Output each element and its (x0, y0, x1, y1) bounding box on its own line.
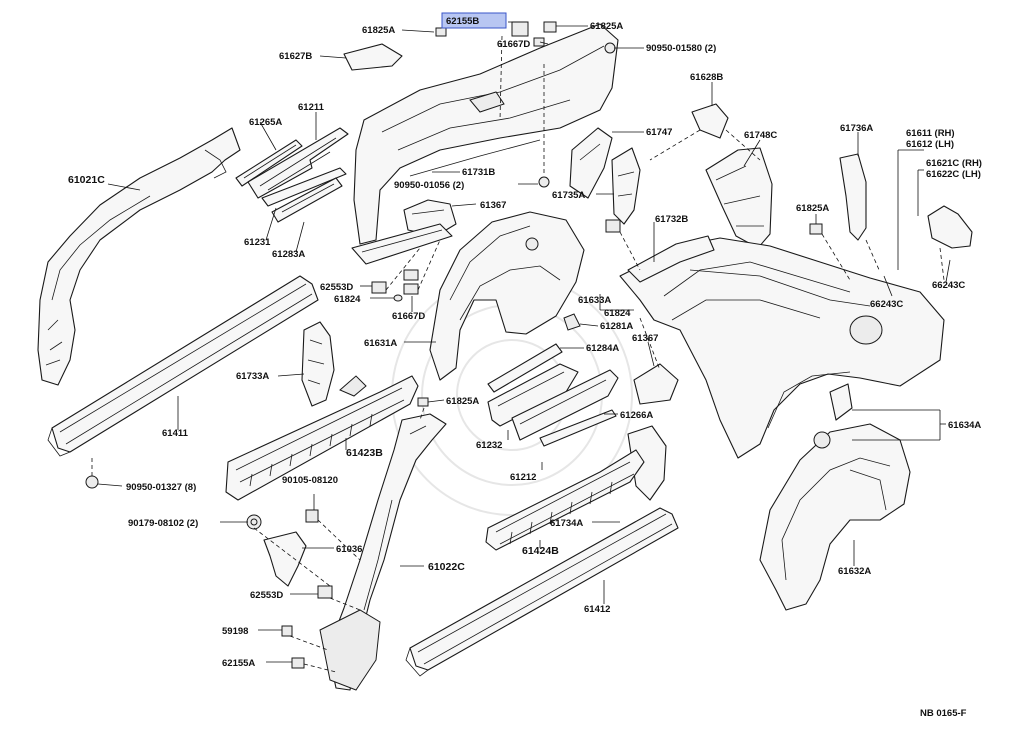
part-61036[interactable] (263, 531, 307, 587)
label-61736a[interactable]: 61736A (840, 123, 873, 134)
part-61732b[interactable] (627, 235, 715, 283)
part-61412[interactable] (405, 507, 679, 677)
label-61423b[interactable]: 61423B (346, 447, 383, 459)
assembly-lines (91, 35, 945, 673)
part-61627b[interactable] (343, 43, 403, 71)
label-61824[interactable]: 61824 (334, 294, 361, 305)
label-61612[interactable]: 61612 (LH) (906, 139, 954, 150)
label-61211[interactable]: 61211 (298, 102, 325, 113)
part-61212[interactable] (511, 369, 619, 441)
label-61367[interactable]: 61367 (480, 200, 506, 211)
part-61281a[interactable] (563, 313, 581, 331)
part-61735a[interactable] (611, 147, 641, 225)
part-61611[interactable] (619, 237, 945, 459)
label-61022c[interactable]: 61022C (428, 561, 465, 573)
label-62553d[interactable]: 62553D (250, 590, 283, 601)
label-61283a[interactable]: 61283A (272, 249, 305, 260)
label-61825a[interactable]: 61825A (796, 203, 829, 214)
label-61622c[interactable]: 61622C (LH) (926, 169, 981, 180)
part-61367-bottom[interactable] (633, 363, 679, 405)
part-61211[interactable] (247, 127, 349, 199)
label-61735a[interactable]: 61735A (552, 190, 585, 201)
diagram-code: NB 0165-F (920, 708, 967, 719)
label-61036[interactable]: 61036 (336, 544, 362, 555)
part-61411[interactable] (47, 275, 319, 457)
label-61424b[interactable]: 61424B (522, 545, 559, 557)
label-61633a[interactable]: 61633A (578, 295, 611, 306)
part-61021c[interactable] (37, 127, 241, 386)
label-61284a[interactable]: 61284A (586, 343, 619, 354)
label-61732b[interactable]: 61732B (655, 214, 688, 225)
label-66243c[interactable]: 66243C (870, 299, 903, 310)
label-61667d[interactable]: 61667D (497, 39, 530, 50)
label-61628b[interactable]: 61628B (690, 72, 723, 83)
label-61632a[interactable]: 61632A (838, 566, 871, 577)
part-61747[interactable] (569, 127, 613, 199)
label-61611[interactable]: 61611 (RH) (906, 128, 955, 139)
label-90950-01056[interactable]: 90950-01056 (2) (394, 180, 464, 191)
label-61825a[interactable]: 61825A (446, 396, 479, 407)
label-61232[interactable]: 61232 (476, 440, 502, 451)
label-90179-08102[interactable]: 90179-08102 (2) (128, 518, 198, 529)
label-61631a[interactable]: 61631A (364, 338, 397, 349)
part-61621c[interactable] (927, 205, 973, 249)
part-61632a[interactable] (759, 423, 911, 611)
label-61231[interactable]: 61231 (244, 237, 271, 248)
part-61424b[interactable] (485, 449, 645, 551)
part-61731b[interactable] (353, 23, 619, 245)
label-62553d[interactable]: 62553D (320, 282, 353, 293)
label-61634a[interactable]: 61634A (948, 420, 981, 431)
label-61621c[interactable]: 61621C (RH) (926, 158, 982, 169)
part-61265a[interactable] (235, 139, 303, 187)
label-90950-01580[interactable]: 90950-01580 (2) (646, 43, 716, 54)
part-61748c[interactable] (705, 147, 773, 249)
label-61265a[interactable]: 61265A (249, 117, 282, 128)
part-61628b[interactable] (691, 103, 729, 139)
label-61412[interactable]: 61412 (584, 604, 610, 615)
label-61733a[interactable]: 61733A (236, 371, 269, 382)
part-61423b[interactable] (225, 375, 419, 501)
label-61825a[interactable]: 61825A (362, 25, 395, 36)
label-61266a[interactable]: 61266A (620, 410, 653, 421)
part-61284a[interactable] (487, 343, 563, 393)
part-61733a[interactable] (301, 321, 335, 407)
part-61231[interactable] (261, 167, 347, 207)
highlight-box (441, 12, 507, 29)
label-62155a[interactable]: 62155A (222, 658, 255, 669)
label-90105-08120[interactable]: 90105-08120 (282, 475, 338, 486)
label-61731b[interactable]: 61731B (462, 167, 495, 178)
part-pads[interactable] (371, 269, 419, 302)
part-61266a[interactable] (539, 409, 617, 447)
part-61633a[interactable] (429, 211, 585, 381)
part-small-pads-lower[interactable] (281, 21, 823, 669)
label-90950-01327[interactable]: 90950-01327 (8) (126, 482, 196, 493)
label-61748c[interactable]: 61748C (744, 130, 777, 141)
label-61627b[interactable]: 61627B (279, 51, 312, 62)
part-floor-bracket (351, 223, 453, 265)
label-61021c[interactable]: 61021C (68, 174, 105, 186)
label-61367[interactable]: 61367 (632, 333, 658, 344)
label-61667d[interactable]: 61667D (392, 311, 425, 322)
label-61824[interactable]: 61824 (604, 308, 631, 319)
label-59198[interactable]: 59198 (222, 626, 248, 637)
label-61212[interactable]: 61212 (510, 472, 536, 483)
fasteners (85, 42, 616, 530)
label-61734a[interactable]: 61734A (550, 518, 583, 529)
label-61411[interactable]: 61411 (162, 428, 189, 439)
part-61734a[interactable] (627, 425, 667, 501)
label-61281a[interactable]: 61281A (600, 321, 633, 332)
label-62155b[interactable]: 62155B (446, 16, 479, 27)
part-61022c[interactable] (319, 413, 447, 691)
label-61747[interactable]: 61747 (646, 127, 672, 138)
part-61736a[interactable] (839, 153, 867, 241)
leader-lines (97, 21, 951, 663)
part-61634a-bracket[interactable] (829, 383, 853, 421)
part-labels: 62155B 61825A 61825A 61667D 90950-01580 … (68, 16, 982, 719)
part-61283a[interactable] (271, 177, 343, 223)
label-66243c[interactable]: 66243C (932, 280, 965, 291)
label-61825a[interactable]: 61825A (590, 21, 623, 32)
